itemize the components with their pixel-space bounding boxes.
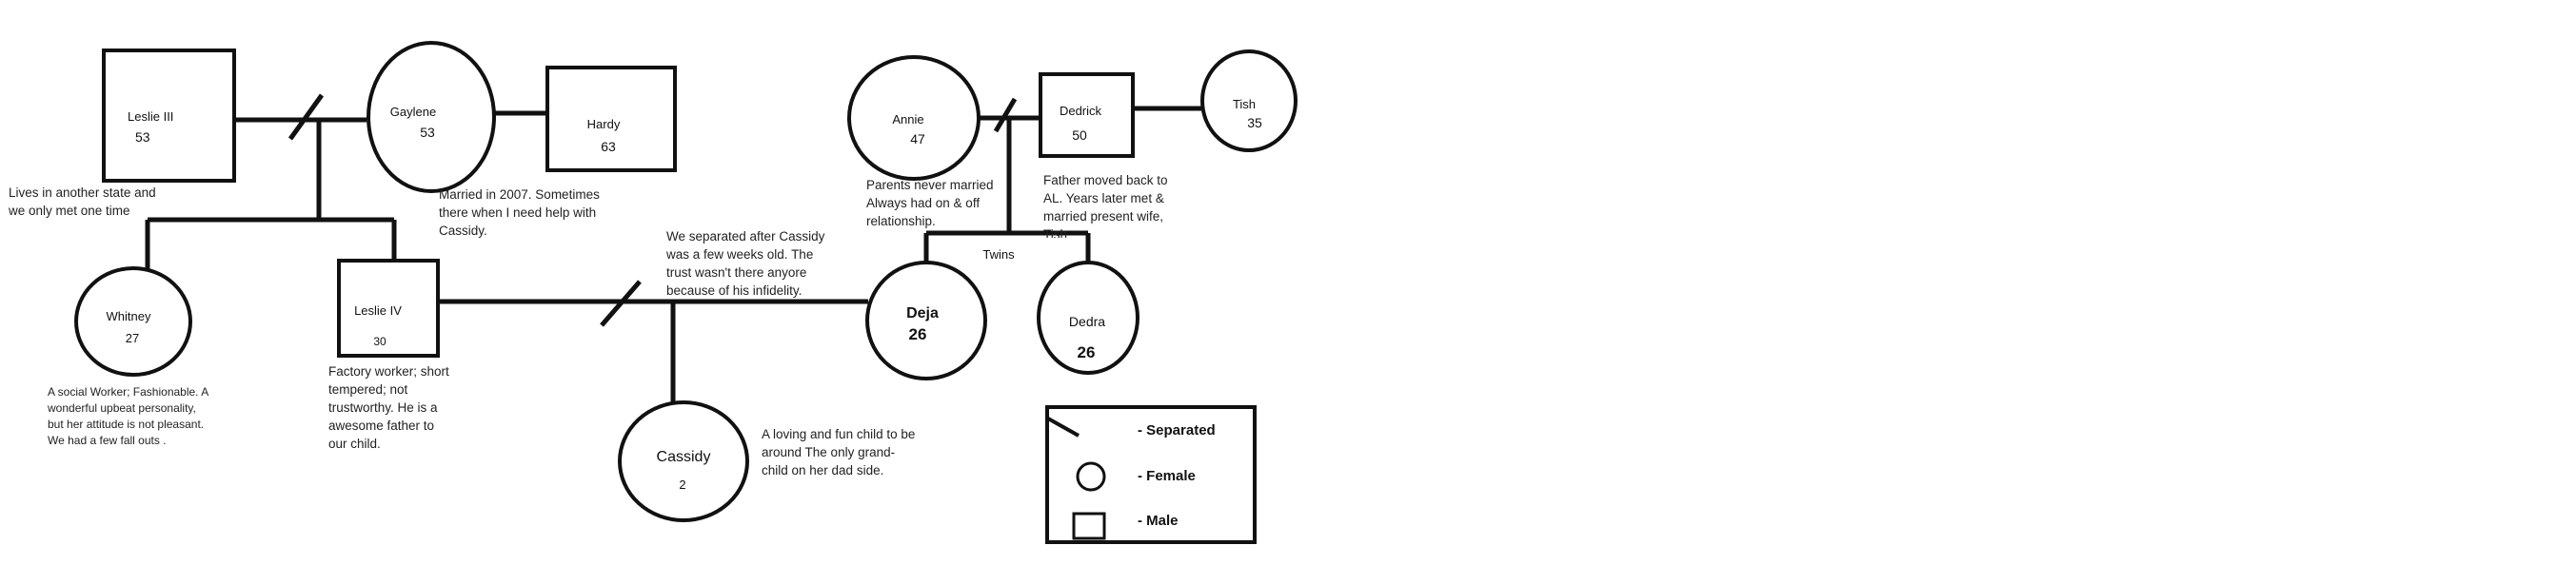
- person-name: Whitney: [107, 309, 151, 323]
- male-square: [337, 259, 440, 358]
- female-circle: [847, 55, 981, 181]
- female-circle: [1037, 261, 1139, 375]
- male-square: [545, 66, 677, 172]
- legend-male-icon: [1072, 512, 1106, 540]
- person-name: Cassidy: [657, 449, 711, 465]
- note-gaylene: Married in 2007. Sometimes there when I …: [439, 187, 600, 238]
- female-circle: [74, 266, 192, 377]
- person-leslie3: Leslie III 53: [102, 49, 236, 183]
- person-annie: Annie 47: [847, 55, 981, 181]
- person-name: Annie: [892, 112, 923, 127]
- separation-mark-leslie4-deja: [600, 280, 642, 327]
- relationship-lines: [145, 93, 1202, 404]
- person-age: 27: [126, 331, 139, 345]
- person-tish: Tish 35: [1200, 49, 1298, 152]
- person-age: 50: [1072, 127, 1087, 143]
- female-circle: [367, 41, 496, 193]
- note-dedrick: Father moved back to AL. Years later met…: [1043, 173, 1168, 238]
- person-name: Dedrick: [1060, 104, 1102, 118]
- person-age: 47: [910, 131, 925, 146]
- person-leslie4: Leslie IV 30: [337, 259, 440, 358]
- note-cassidy: A loving and fun child to be around The …: [762, 427, 916, 477]
- person-name: Dedra: [1069, 314, 1105, 329]
- index-person-circle: [865, 261, 987, 380]
- person-age: 30: [373, 335, 386, 348]
- legend-female-icon: [1076, 461, 1106, 492]
- person-deja: Deja 26: [865, 261, 987, 380]
- person-whitney: Whitney 27: [74, 266, 192, 377]
- person-name: Leslie IV: [354, 303, 402, 318]
- person-name: Leslie III: [128, 109, 173, 124]
- person-name: Gaylene: [390, 105, 436, 119]
- person-name: Tish: [1233, 97, 1256, 111]
- person-age: 26: [1078, 343, 1096, 361]
- person-age: 53: [135, 129, 150, 145]
- legend-separated-icon: [1047, 417, 1080, 438]
- person-cassidy: Cassidy 2: [618, 400, 749, 522]
- person-name: Deja: [906, 305, 939, 321]
- person-age: 53: [420, 125, 435, 140]
- note-leslie4: Factory worker; short tempered; not trus…: [328, 364, 449, 451]
- separation-mark-leslie3-gaylene: [287, 93, 325, 141]
- person-age: 2: [679, 477, 685, 492]
- male-square: [1039, 72, 1135, 158]
- legend-separated-label: - Separated: [1138, 422, 1216, 438]
- person-dedrick: Dedrick 50: [1039, 72, 1135, 158]
- person-gaylene: Gaylene 53: [367, 41, 496, 193]
- note-leslie3: Lives in another state and we only met o…: [9, 185, 156, 218]
- person-age: 26: [909, 325, 927, 343]
- separation-mark-annie-dedrick: [993, 97, 1018, 133]
- twins-label: Twins: [982, 247, 1015, 262]
- note-annie: Parents never married Always had on & of…: [866, 178, 994, 228]
- person-age: 63: [601, 139, 616, 154]
- person-dedra: Dedra 26: [1037, 261, 1139, 375]
- note-whitney: A social Worker; Fashionable. A wonderfu…: [48, 385, 209, 447]
- female-circle: [618, 400, 749, 522]
- legend: - Separated - Female - Male: [1045, 405, 1257, 544]
- female-circle: [1200, 49, 1298, 152]
- legend-male-label: - Male: [1138, 513, 1179, 529]
- person-name: Hardy: [587, 117, 621, 131]
- note-separation: We separated after Cassidy was a few wee…: [666, 229, 825, 298]
- person-age: 35: [1247, 115, 1262, 130]
- male-square: [102, 49, 236, 183]
- person-hardy: Hardy 63: [545, 66, 677, 172]
- legend-female-label: - Female: [1138, 468, 1196, 484]
